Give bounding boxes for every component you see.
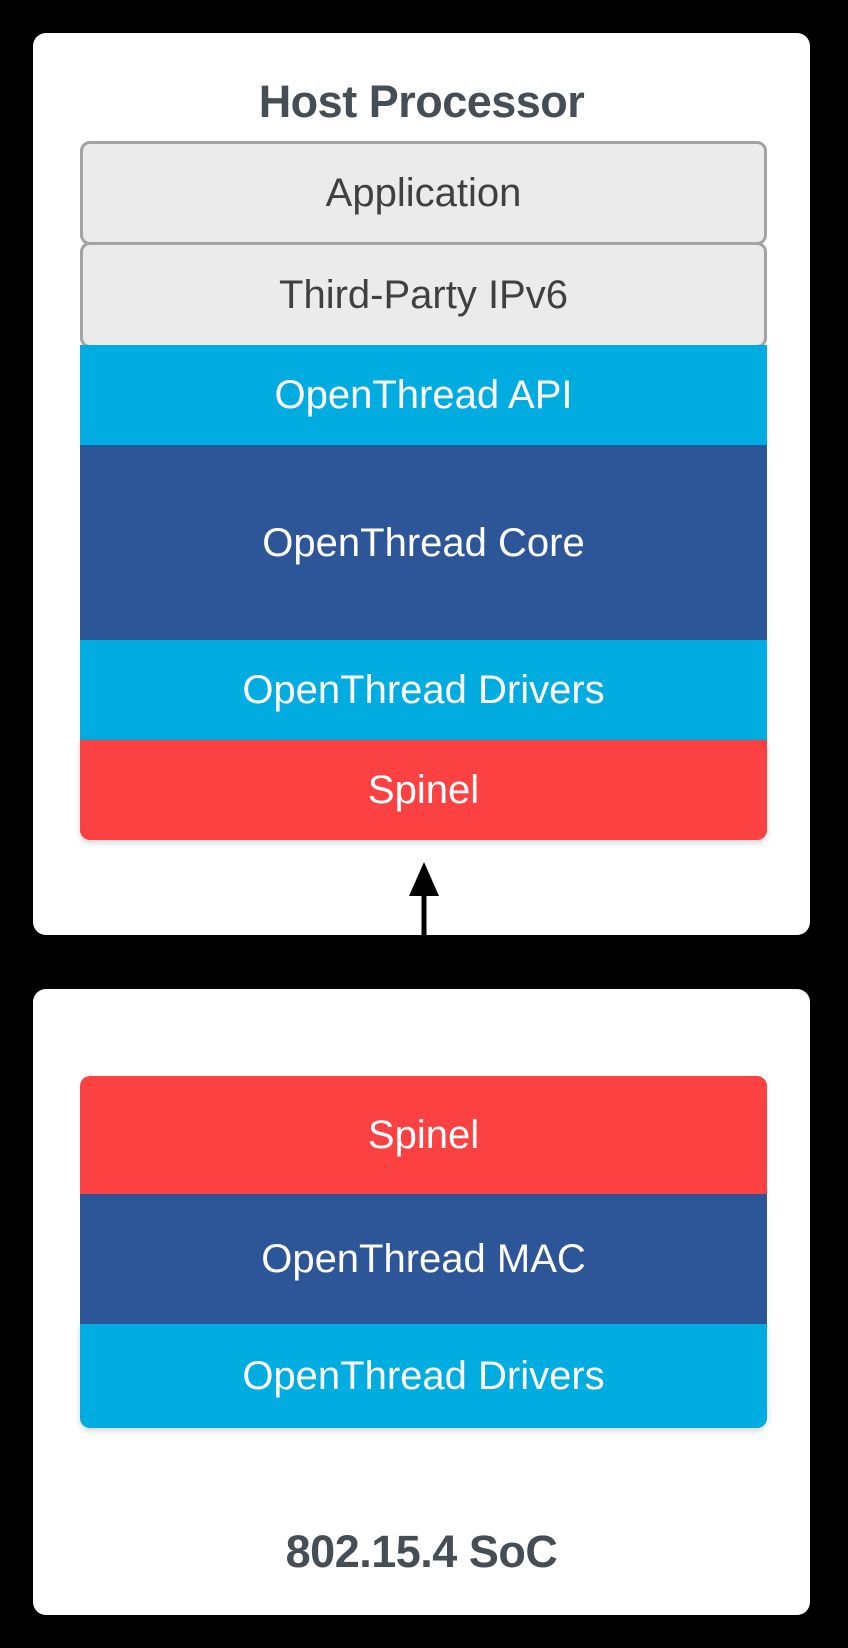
layer-label-openthread-api: OpenThread API bbox=[274, 373, 573, 417]
layer-openthread-api[interactable]: OpenThread API bbox=[80, 345, 767, 445]
panel-host-processor: Host Processor Application Third-Party I… bbox=[33, 33, 810, 935]
layer-label-openthread-mac: OpenThread MAC bbox=[261, 1237, 586, 1281]
layer-openthread-core[interactable]: OpenThread Core bbox=[80, 445, 767, 640]
layer-label-application: Application bbox=[325, 171, 522, 215]
layer-label-spinel-soc: Spinel bbox=[367, 1113, 480, 1157]
layer-application[interactable]: Application bbox=[80, 141, 767, 245]
layer-label-openthread-drivers-soc: OpenThread Drivers bbox=[242, 1354, 605, 1398]
layer-stack-host: Application Third-Party IPv6 OpenThread … bbox=[80, 141, 767, 840]
panel-title-host-processor: Host Processor bbox=[258, 76, 585, 127]
layer-stack-soc: Spinel OpenThread MAC OpenThread Drivers bbox=[80, 1076, 767, 1428]
layer-label-third-party-ipv6: Third-Party IPv6 bbox=[279, 273, 568, 317]
panel-title-802-15-4-soc: 802.15.4 SoC bbox=[285, 1526, 558, 1577]
panel-802-15-4-soc: Spinel OpenThread MAC OpenThread Drivers… bbox=[33, 989, 810, 1615]
layer-label-openthread-core: OpenThread Core bbox=[262, 520, 585, 565]
layer-openthread-drivers-soc[interactable]: OpenThread Drivers bbox=[80, 1324, 767, 1428]
layer-label-spinel-host: Spinel bbox=[367, 768, 480, 812]
layer-label-openthread-drivers-host: OpenThread Drivers bbox=[242, 668, 605, 712]
layer-spinel-host[interactable]: Spinel bbox=[80, 740, 767, 840]
layer-third-party-ipv6[interactable]: Third-Party IPv6 bbox=[80, 242, 767, 348]
layer-openthread-mac[interactable]: OpenThread MAC bbox=[80, 1194, 767, 1324]
layer-openthread-drivers-host[interactable]: OpenThread Drivers bbox=[80, 640, 767, 740]
layer-spinel-soc[interactable]: Spinel bbox=[80, 1076, 767, 1194]
